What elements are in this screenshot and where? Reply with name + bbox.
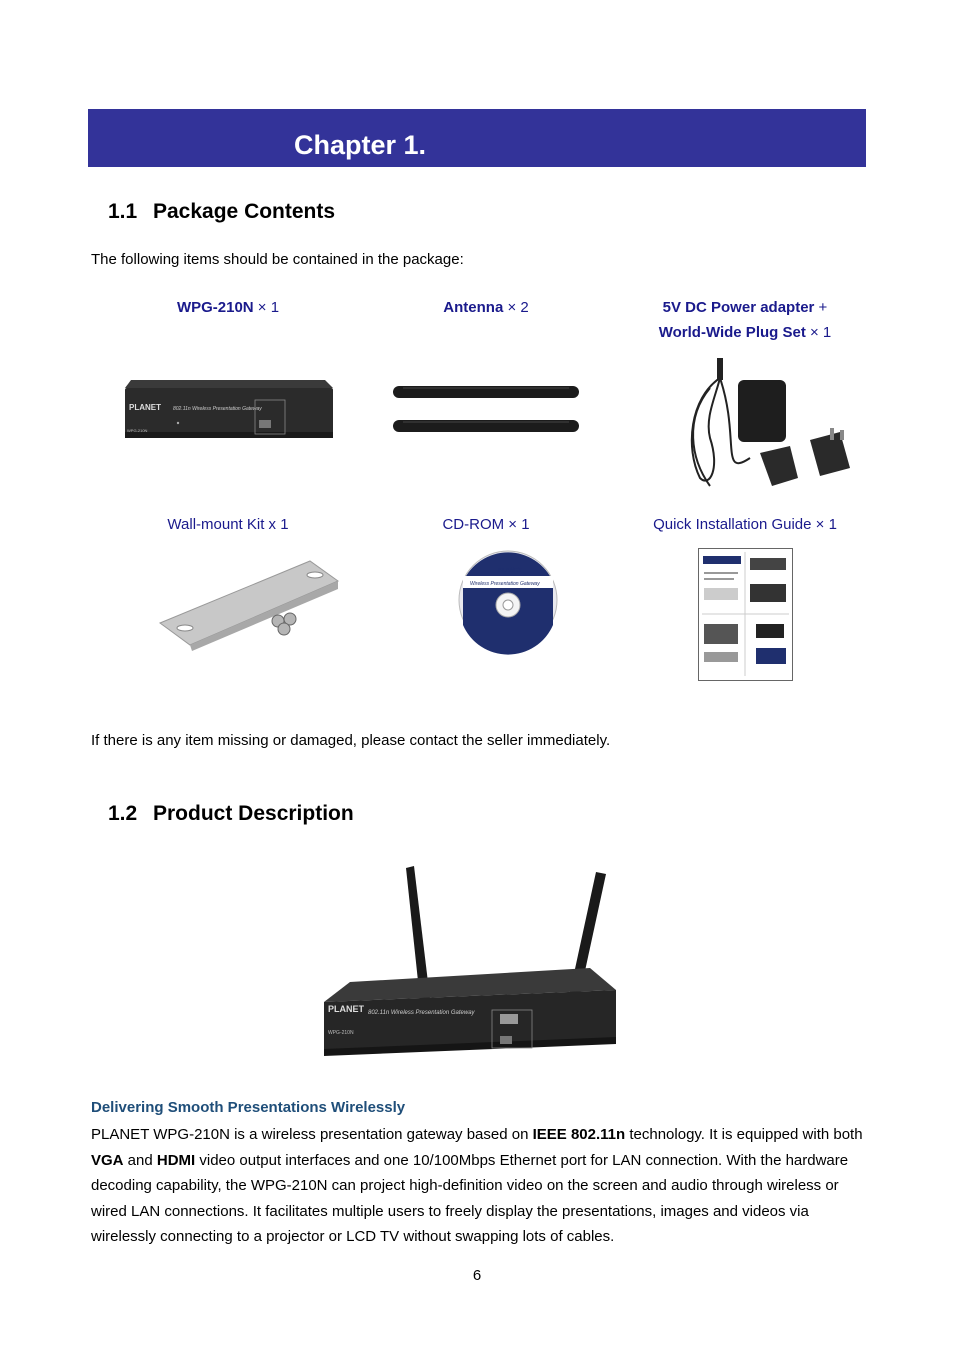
item-name: Antenna bbox=[443, 299, 504, 316]
cd-title: Wireless Presentation Gateway bbox=[470, 581, 540, 587]
model-text: 802.11n Wireless Presentation Gateway bbox=[173, 406, 262, 412]
power-adapter-image bbox=[690, 358, 850, 487]
para-text: PLANET WPG-210N is a wireless presentati… bbox=[91, 1126, 533, 1143]
section-heading-package-contents: 1.1 Package Contents bbox=[108, 199, 335, 225]
item-qty: × 2 bbox=[503, 299, 529, 316]
para-text: technology. It is equipped with both bbox=[625, 1126, 863, 1143]
page-number: 6 bbox=[472, 1267, 482, 1284]
product-description-paragraph: PLANET WPG-210N is a wireless presentati… bbox=[91, 1122, 871, 1250]
section-number: 1.2 bbox=[108, 802, 138, 825]
quick-guide-image bbox=[698, 548, 793, 681]
product-model-text: 802.11n Wireless Presentation Gateway bbox=[368, 1010, 476, 1016]
caption-power-adapter: 5V DC Power adapter + World-Wide Plug Se… bbox=[615, 295, 875, 345]
para-bold: HDMI bbox=[156, 1151, 196, 1169]
caption-quick-guide: Quick Installation Guide × 1 bbox=[653, 516, 837, 533]
caption-antenna: Antenna × 2 bbox=[386, 295, 586, 320]
subheading: Delivering Smooth Presentations Wireless… bbox=[91, 1099, 406, 1116]
caption-cd-rom: CD-ROM × 1 bbox=[442, 516, 530, 533]
chapter-title: Chapter 1. bbox=[294, 130, 427, 160]
item-qty: × 1 bbox=[253, 299, 280, 316]
brand-logo: PLANET bbox=[129, 403, 161, 412]
item-name: World-Wide Plug Set bbox=[658, 324, 806, 341]
caption-wpg210n: WPG-210N × 1 bbox=[128, 295, 328, 320]
para-text: and bbox=[123, 1151, 157, 1169]
product-model-label: WPG-210N bbox=[328, 1030, 354, 1036]
para-bold: IEEE 802.11n bbox=[532, 1126, 626, 1143]
cd-brand: PLANET bbox=[498, 568, 522, 574]
cd-rom-image: Wireless Presentation Gateway PLANET bbox=[458, 550, 558, 655]
item-qty: × 1 bbox=[805, 324, 832, 341]
item-name: 5V DC Power adapter bbox=[662, 299, 815, 316]
section-heading-product-description: 1.2 Product Description bbox=[108, 801, 354, 827]
para-text: video output interfaces and one 10/100Mb… bbox=[91, 1151, 849, 1246]
wpg210n-device-image: PLANET 802.11n Wireless Presentation Gat… bbox=[125, 380, 333, 438]
section-number: 1.1 bbox=[108, 200, 138, 223]
missing-note: If there is any item missing or damaged,… bbox=[91, 732, 611, 749]
product-brand: PLANET bbox=[328, 1004, 365, 1014]
wall-mount-kit-image bbox=[158, 560, 340, 651]
para-bold: VGA bbox=[91, 1151, 124, 1169]
item-name: WPG-210N bbox=[176, 299, 254, 316]
product-image: PLANET 802.11n Wireless Presentation Gat… bbox=[324, 866, 616, 1056]
antenna-image bbox=[393, 386, 579, 432]
section-title: Package Contents bbox=[153, 200, 336, 223]
chapter-banner bbox=[88, 109, 866, 167]
package-intro: The following items should be contained … bbox=[91, 251, 464, 268]
section-title: Product Description bbox=[153, 802, 354, 825]
item-qty: + bbox=[814, 299, 828, 316]
caption-wall-mount-kit: Wall-mount Kit x 1 bbox=[167, 516, 289, 533]
model-label: WPG-210N bbox=[127, 428, 148, 433]
